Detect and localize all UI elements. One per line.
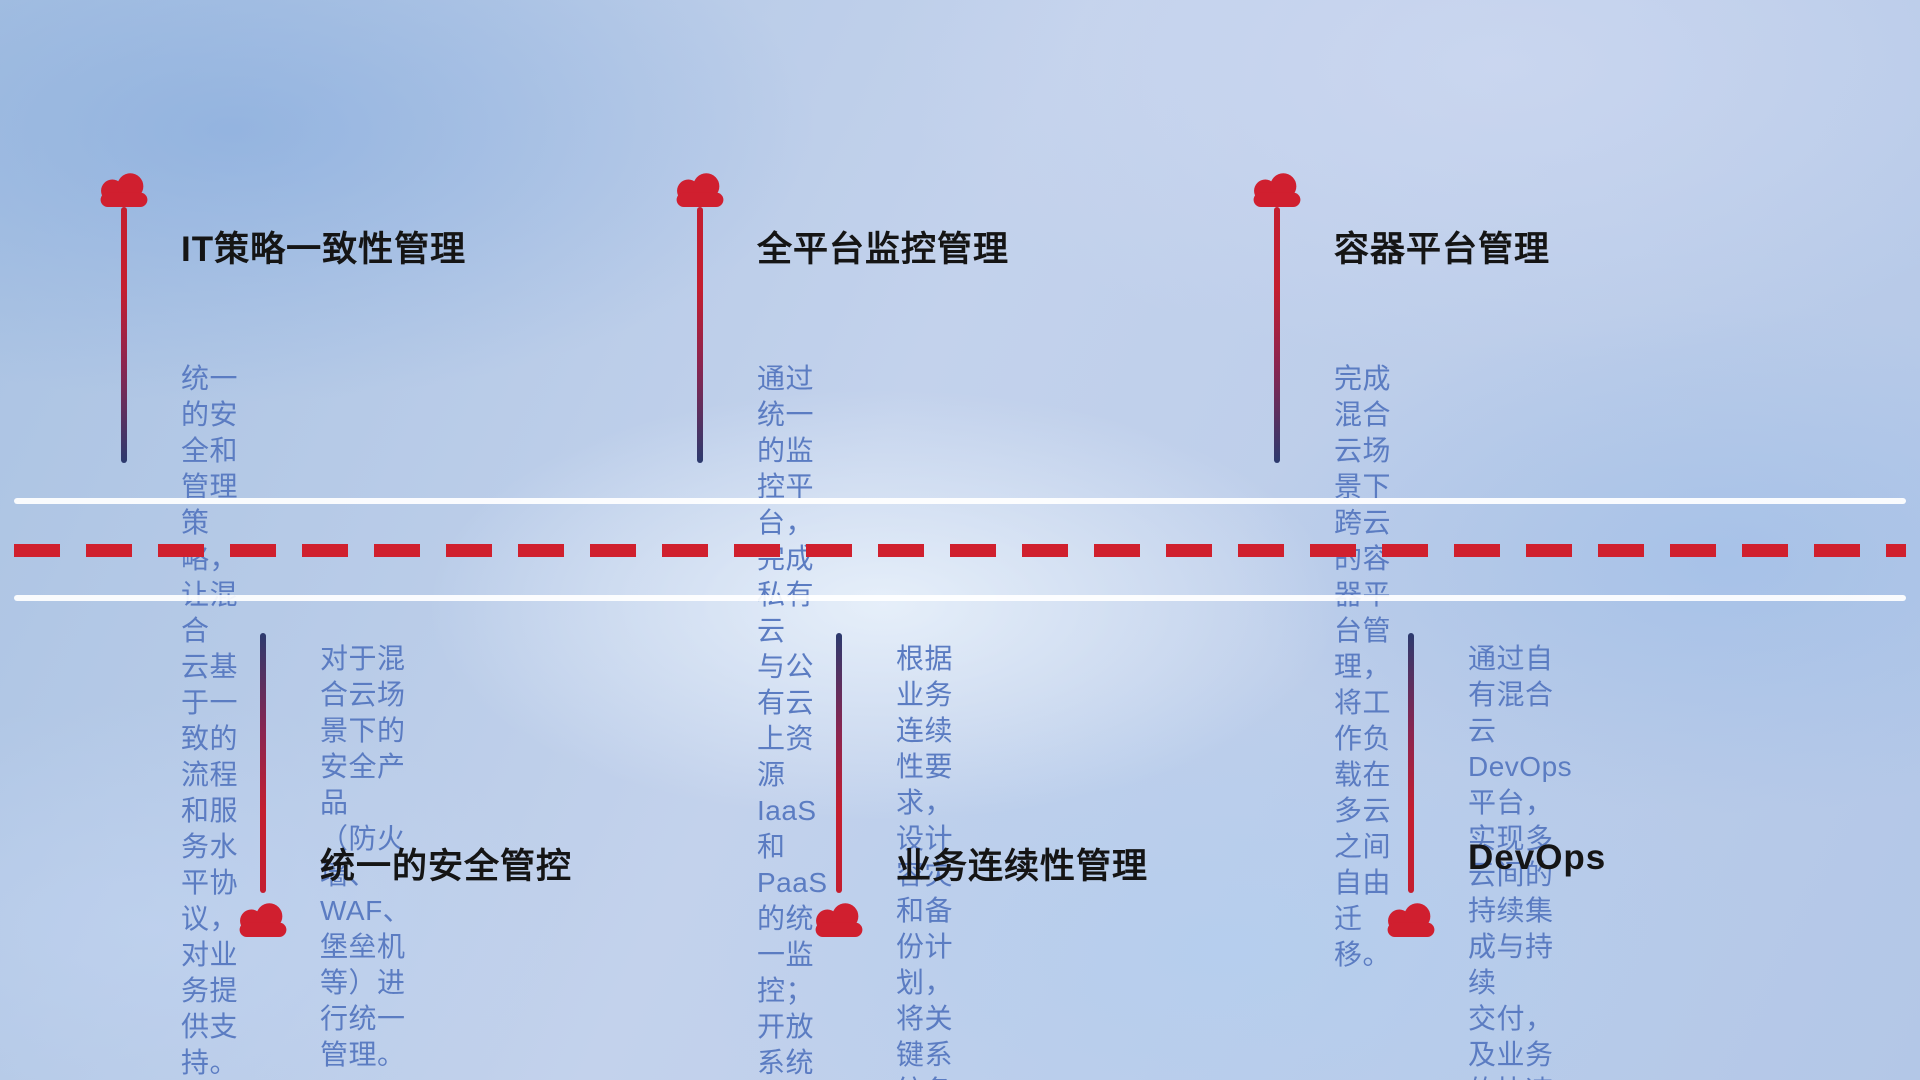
timeline-connector	[697, 207, 703, 463]
cloud-icon	[812, 899, 866, 939]
timeline-connector	[1274, 207, 1280, 463]
feature-title: 全平台监控管理	[757, 230, 1010, 269]
timeline-connector	[1408, 633, 1414, 893]
feature-description: 通过统一的监控平台，完成私有云 与公有云上资源IaaS和PaaS的统 一监控；开…	[757, 363, 828, 1078]
feature-title: 容器平台管理	[1334, 230, 1551, 269]
feature-description: 对于混合云场景下的安全产品 （防火墙、WAF、堡垒机等）进 行统一管理。	[320, 643, 412, 1070]
feature-description: 完成混合云场景下跨云的容器平 台管理，将工作负载在多云之间 自由迁移。	[1334, 363, 1392, 970]
feature-title: 统一的安全管控	[320, 847, 573, 886]
cloud-icon	[97, 169, 151, 209]
timeline-connector	[836, 633, 842, 893]
cloud-icon	[673, 169, 727, 209]
cloud-icon	[1250, 169, 1304, 209]
cloud-icon	[1384, 899, 1438, 939]
feature-description: 通过自有混合云DevOps平台， 实现多云间的持续集成与持续 交付，及业务的快速…	[1468, 643, 1573, 1080]
divider-dashed-line	[14, 544, 1906, 557]
cloud-icon	[236, 899, 290, 939]
feature-description: 根据业务连续性要求，设计容灾 和备份计划，将关键系统备份至 线上/线下，并定期校…	[896, 643, 954, 1080]
feature-title: 业务连续性管理	[896, 847, 1149, 886]
feature-description: 统一的安全和管理策略，让混合 云基于一致的流程和服务水平协 议，对业务提供支持。	[181, 363, 239, 1078]
timeline-connector	[260, 633, 266, 893]
timeline-connector	[121, 207, 127, 463]
feature-title: DevOps	[1468, 838, 1607, 877]
feature-title: IT策略一致性管理	[181, 230, 467, 269]
divider-line-bottom	[14, 595, 1906, 601]
divider-line-top	[14, 498, 1906, 504]
